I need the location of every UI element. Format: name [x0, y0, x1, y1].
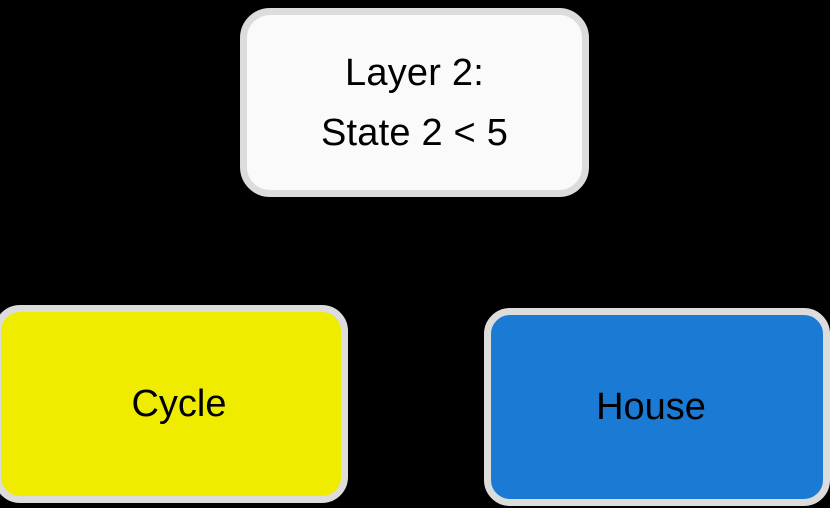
node-decision-layer-2[interactable]: Layer 2: State 2 < 5 — [240, 8, 589, 197]
edge-root-to-cycle — [176, 193, 410, 309]
node-leaf-house[interactable]: House — [484, 308, 830, 506]
node-cycle-label: Cycle — [131, 383, 227, 425]
node-house-label: House — [596, 386, 706, 428]
edge-root-to-house — [412, 193, 642, 311]
arrowhead-root-to-house — [626, 294, 650, 308]
arrowhead-root-to-cycle — [166, 292, 190, 306]
node-leaf-cycle[interactable]: Cycle — [0, 305, 348, 503]
node-root-line-1: Layer 2: — [345, 51, 484, 94]
node-root-line-2: State 2 < 5 — [320, 111, 509, 154]
